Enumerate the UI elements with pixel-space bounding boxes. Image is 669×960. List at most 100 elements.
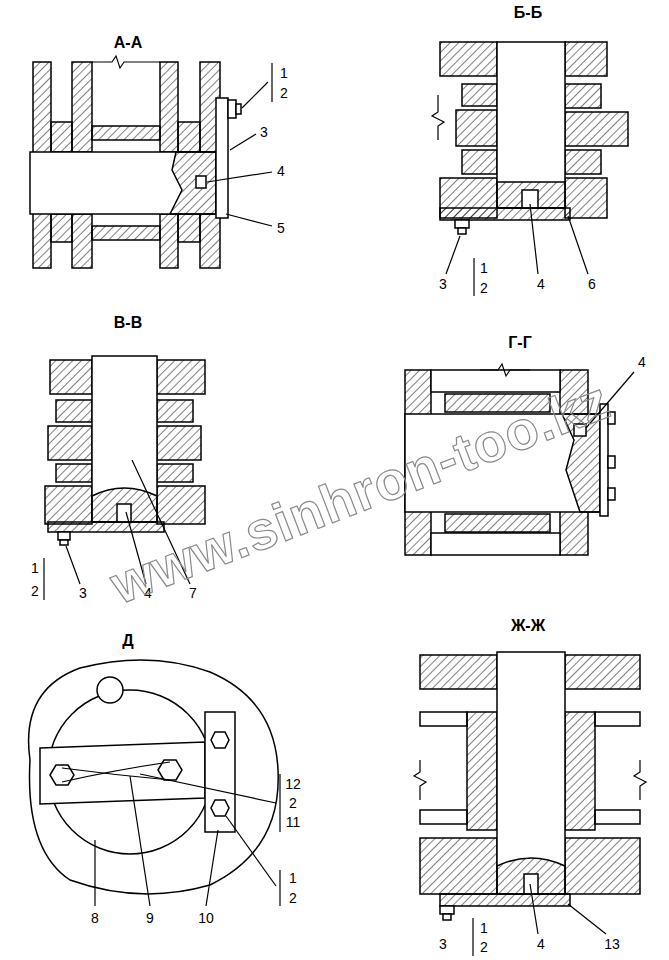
section-view (458, 228, 466, 234)
detail-view (62, 762, 170, 782)
section-view (160, 62, 178, 152)
section-view (440, 906, 454, 914)
callout-number: 2 (288, 891, 298, 905)
section-view (443, 914, 451, 920)
section-view (420, 810, 467, 824)
section-view (462, 150, 497, 174)
section-view (455, 220, 469, 228)
section-view (467, 712, 497, 830)
view-title: Б-Б (513, 5, 543, 21)
detail-view (140, 774, 276, 803)
section-view (157, 400, 193, 422)
section-view (30, 56, 272, 268)
section-view (207, 172, 272, 182)
section-view (431, 370, 560, 392)
section-view (51, 122, 72, 152)
callout-number: 11 (285, 815, 302, 829)
section-view (440, 208, 570, 220)
section-view (608, 488, 615, 500)
section-view (242, 82, 268, 108)
section-view (414, 652, 646, 956)
section-view (565, 655, 640, 689)
detail-view (226, 816, 276, 886)
section-view (30, 152, 216, 214)
section-view (66, 546, 80, 584)
section-view (440, 894, 570, 906)
section-view (565, 42, 607, 76)
callout-number: 5 (276, 221, 286, 235)
view-title: В-В (113, 315, 143, 331)
section-view (432, 42, 628, 296)
section-view (565, 712, 595, 830)
section-view (157, 426, 201, 460)
section-view (72, 214, 92, 268)
section-view (236, 104, 241, 114)
section-view (414, 760, 426, 800)
detail-view (29, 660, 280, 906)
detail-view (279, 870, 280, 906)
section-view (45, 486, 92, 524)
section-view (178, 214, 200, 242)
detail-view (211, 732, 229, 748)
section-view (565, 178, 607, 218)
section-view (530, 884, 538, 934)
section-view (230, 134, 256, 150)
section-view (50, 360, 92, 394)
callout-number: 2 (479, 281, 489, 295)
detail-view (94, 840, 95, 906)
section-view (432, 95, 444, 140)
section-view (196, 176, 206, 188)
section-view (497, 42, 565, 208)
section-view (92, 126, 160, 140)
view-title: Ж-Ж (510, 618, 546, 634)
callout-number: 1 (288, 871, 298, 885)
section-view (456, 110, 497, 146)
section-view (56, 464, 92, 482)
section-view (200, 214, 220, 268)
callout-number: 4 (536, 937, 546, 951)
section-view (72, 62, 92, 152)
callout-number: 2 (279, 86, 289, 100)
section-view (497, 182, 565, 208)
section-view (431, 533, 560, 555)
section-view (568, 216, 588, 274)
callout-number: 2 (30, 584, 40, 598)
section-view (160, 214, 178, 268)
callout-number: 8 (90, 911, 100, 925)
section-view (92, 226, 160, 240)
section-view (565, 838, 640, 894)
detail-view (97, 677, 123, 703)
view-title: Д (121, 633, 134, 649)
section-view (271, 63, 272, 102)
callout-number: 1 (479, 921, 489, 935)
section-view (216, 98, 228, 218)
section-view (480, 364, 530, 376)
section-view (56, 400, 92, 422)
view-title: А-А (113, 35, 143, 51)
callout-number: 2 (288, 796, 298, 810)
detail-view (130, 776, 150, 906)
detail-view (211, 800, 229, 816)
section-view (440, 42, 497, 76)
section-view (48, 522, 164, 532)
section-view (473, 258, 474, 296)
section-view (170, 152, 216, 214)
callout-number: 9 (145, 911, 155, 925)
callout-number: 2 (479, 940, 489, 954)
detail-view (205, 712, 235, 832)
detail-view (279, 774, 280, 832)
section-view (565, 84, 601, 108)
detail-view (29, 660, 279, 894)
view-title: Г-Г (507, 335, 532, 351)
section-view (420, 712, 467, 726)
section-view (497, 652, 565, 894)
callout-number: 7 (188, 586, 198, 600)
callout-number: 13 (603, 937, 621, 951)
section-view (92, 356, 157, 522)
section-view (420, 655, 497, 689)
detail-view (40, 742, 205, 804)
section-view (595, 712, 640, 726)
section-view (595, 810, 640, 824)
section-view (530, 204, 538, 274)
callout-number: 4 (276, 164, 286, 178)
